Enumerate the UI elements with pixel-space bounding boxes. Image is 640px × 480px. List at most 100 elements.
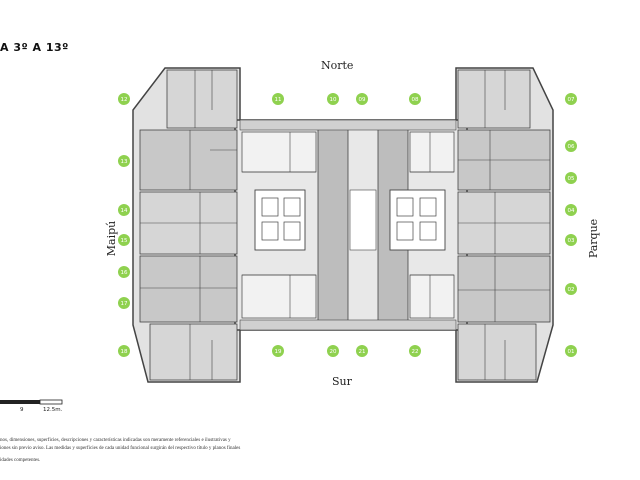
unit-marker-12: 12 — [118, 93, 130, 105]
core-room-nw — [241, 131, 317, 173]
unit-marker-label: 04 — [568, 208, 575, 214]
unit-marker-21: 21 — [356, 345, 368, 357]
unit-marker-label: 22 — [412, 349, 419, 355]
unit-marker-18: 18 — [118, 345, 130, 357]
unit-marker-label: 17 — [121, 301, 128, 307]
unit-marker-label: 13 — [121, 159, 128, 165]
elevator-w4 — [283, 221, 301, 241]
unit-marker-20: 20 — [327, 345, 339, 357]
unit-marker-circle — [118, 345, 130, 357]
unit-marker-22: 22 — [409, 345, 421, 357]
unit-12-block — [166, 69, 238, 129]
core-room-se — [409, 274, 455, 319]
unit-marker-label: 14 — [121, 208, 128, 214]
unit-marker-label: 01 — [568, 349, 575, 355]
scale-label-9: 9 — [20, 407, 24, 413]
elevator-e3 — [396, 221, 414, 241]
unit-marker-13: 13 — [118, 155, 130, 167]
unit-marker-circle — [327, 93, 339, 105]
unit-marker-circle — [327, 345, 339, 357]
disclaimer-line-2: iones sin previo aviso. Las medidas y su… — [0, 446, 241, 451]
unit-marker-17: 17 — [118, 297, 130, 309]
core-center-void — [349, 189, 377, 251]
unit-07-block — [457, 69, 531, 129]
unit-marker-label: 18 — [121, 349, 128, 355]
unit-marker-02: 02 — [565, 283, 577, 295]
orientation-south: Sur — [332, 375, 352, 388]
disclaimer-line-3: idades competentes. — [0, 458, 41, 463]
unit-marker-circle — [118, 234, 130, 246]
unit-marker-15: 15 — [118, 234, 130, 246]
unit-marker-circle — [272, 93, 284, 105]
orientation-west: Maipú — [105, 220, 119, 257]
unit-marker-circle — [118, 266, 130, 278]
unit-marker-label: 09 — [359, 97, 366, 103]
unit-marker-circle — [356, 345, 368, 357]
unit-marker-circle — [565, 234, 577, 246]
corridor-west — [317, 119, 349, 331]
unit-marker-14: 14 — [118, 204, 130, 216]
unit-marker-label: 11 — [275, 97, 282, 103]
core-room-sw — [241, 274, 317, 319]
unit-marker-16: 16 — [118, 266, 130, 278]
unit-marker-label: 16 — [121, 270, 128, 276]
unit-marker-label: 10 — [330, 97, 337, 103]
unit-marker-label: 07 — [568, 97, 575, 103]
unit-01-block — [457, 323, 537, 381]
core-room-ne — [409, 131, 455, 173]
scale-label-12-5m: 12.5m. — [43, 407, 63, 413]
stair-core-west — [254, 189, 306, 251]
unit-marker-04: 04 — [565, 204, 577, 216]
plan-drawing — [0, 67, 554, 405]
unit-marker-label: 20 — [330, 349, 337, 355]
unit-marker-circle — [118, 297, 130, 309]
unit-18-block — [149, 323, 238, 381]
unit-marker-circle — [565, 140, 577, 152]
unit-marker-19: 19 — [272, 345, 284, 357]
unit-marker-circle — [118, 93, 130, 105]
unit-marker-11: 11 — [272, 93, 284, 105]
unit-marker-07: 07 — [565, 93, 577, 105]
orientation-north: Norte — [321, 59, 354, 72]
elevator-w3 — [261, 221, 279, 241]
unit-marker-08: 08 — [409, 93, 421, 105]
orientation-east: Parque — [587, 218, 601, 259]
unit-marker-circle — [565, 283, 577, 295]
elevator-e4 — [419, 221, 437, 241]
unit-16-17-block — [139, 255, 238, 323]
unit-13-block — [139, 129, 238, 191]
unit-marker-label: 19 — [275, 349, 282, 355]
unit-markers: 01 02 03 04 05 06 07 08 09 10 11 12 13 14 15 16 17 18 19 20… — [118, 93, 577, 357]
elevator-e1 — [396, 197, 414, 217]
unit-marker-label: 02 — [568, 287, 575, 293]
unit-marker-label: 15 — [121, 238, 128, 244]
unit-marker-10: 10 — [327, 93, 339, 105]
unit-marker-05: 05 — [565, 172, 577, 184]
unit-marker-circle — [272, 345, 284, 357]
unit-marker-circle — [565, 172, 577, 184]
elevator-w2 — [283, 197, 301, 217]
unit-marker-circle — [356, 93, 368, 105]
unit-marker-label: 12 — [121, 97, 128, 103]
elevator-e2 — [419, 197, 437, 217]
unit-marker-label: 21 — [359, 349, 366, 355]
unit-marker-circle — [409, 345, 421, 357]
unit-marker-label: 05 — [568, 176, 575, 182]
unit-marker-09: 09 — [356, 93, 368, 105]
unit-marker-06: 06 — [565, 140, 577, 152]
scale-bar — [0, 399, 63, 405]
partition-walls — [140, 70, 550, 380]
unit-marker-label: 06 — [568, 144, 575, 150]
elevator-w1 — [261, 197, 279, 217]
corridor-north — [239, 119, 457, 131]
unit-marker-03: 03 — [565, 234, 577, 246]
unit-marker-circle — [565, 93, 577, 105]
unit-marker-label: 08 — [412, 97, 419, 103]
corridor-south — [239, 319, 457, 331]
unit-marker-label: 03 — [568, 238, 575, 244]
unit-marker-circle — [118, 204, 130, 216]
unit-marker-circle — [565, 345, 577, 357]
unit-marker-circle — [565, 204, 577, 216]
unit-marker-01: 01 — [565, 345, 577, 357]
